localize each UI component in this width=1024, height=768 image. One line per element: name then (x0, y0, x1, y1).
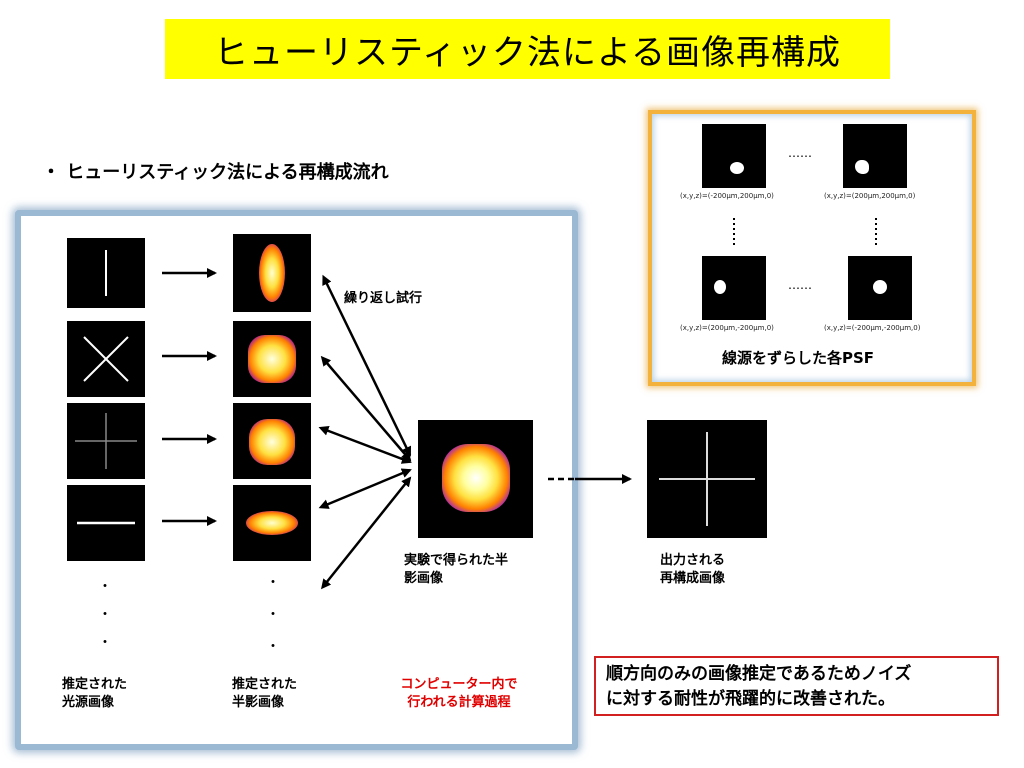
ellipsis-dot: ・ (98, 607, 112, 623)
note-line-1: 順方向のみの画像推定であるためノイズ (606, 664, 912, 684)
conclusion-note-box: 順方向のみの画像推定であるためノイズ に対する耐性が飛躍的に改善された。 (594, 656, 999, 716)
reconstructed-output-image (647, 420, 767, 538)
shadow-image-3 (233, 403, 311, 479)
ellipsis-dot: ・ (266, 575, 280, 591)
ellipsis-dot: ・ (98, 635, 112, 651)
psf-image-top-left (702, 124, 766, 188)
reconstructed-plus-graphic (659, 432, 755, 526)
psf-image-top-right (843, 124, 907, 188)
psf-caption: 線源をずらした各PSF (722, 349, 875, 367)
slide-title: ヒューリスティック法による画像再構成 (214, 32, 841, 73)
iteration-label: 繰り返し試行 (344, 291, 423, 306)
estimated-source-label: 推定された 光源画像 (62, 677, 128, 710)
output-image-label: 出力される 再構成画像 (660, 553, 726, 586)
psf-horizontal-ellipsis-top: …… (788, 146, 812, 160)
ellipsis-dot: ・ (98, 579, 112, 595)
psf-coord-top-left: (x,y,z)=(-200μm,200μm,0) (680, 192, 774, 200)
shadow-image-1 (233, 234, 311, 312)
experimental-shadow-image (418, 420, 533, 538)
source-image-vertical-line (67, 238, 145, 308)
vertical-line-graphic (105, 250, 107, 296)
psf-coord-top-right: (x,y,z)=(200μm,200μm,0) (824, 192, 916, 200)
ellipsis-dot: ・ (266, 639, 280, 655)
source-image-horizontal-line (67, 485, 145, 561)
subtitle-bullet: ・ ヒューリスティック法による再構成流れ (42, 162, 389, 183)
note-line-2: に対する耐性が飛躍的に改善された。 (606, 689, 895, 709)
double-arrows-group (318, 274, 412, 590)
shadow-image-2 (233, 321, 311, 397)
psf-image-bottom-left (702, 256, 766, 320)
title-banner: ヒューリスティック法による画像再構成 (165, 19, 890, 79)
source-image-plus (67, 403, 145, 479)
estimated-shadow-label: 推定された 半影画像 (232, 677, 298, 710)
psf-horizontal-ellipsis-bottom: …… (788, 278, 812, 292)
psf-coord-bottom-left: (x,y,z)=(200μm,-200μm,0) (680, 324, 774, 332)
right-arrows-group (162, 268, 217, 526)
source-image-cross-x (67, 321, 145, 397)
experimental-image-label: 実験で得られた半 影画像 (404, 553, 509, 586)
ellipsis-dot: ・ (266, 607, 280, 623)
horizontal-line-graphic (77, 521, 135, 525)
psf-image-bottom-right (848, 256, 912, 320)
computer-process-label: コンピューター内で 行われる計算過程 (400, 677, 518, 710)
shadow-image-4 (233, 485, 311, 561)
plus-graphic (75, 413, 137, 469)
psf-coord-bottom-right: (x,y,z)=(-200μm,-200μm,0) (824, 324, 921, 332)
x-cross-graphic (83, 336, 129, 382)
